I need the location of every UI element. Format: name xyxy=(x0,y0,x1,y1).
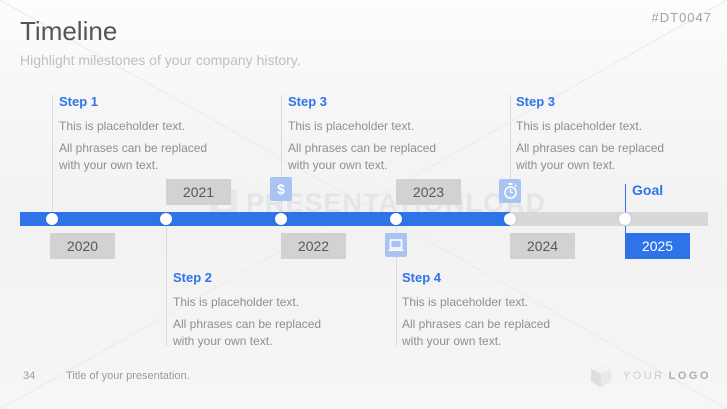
step-text-line1: This is placeholder text. xyxy=(59,119,186,133)
connector-line-step1 xyxy=(52,95,53,212)
year-box-2022: 2022 xyxy=(281,233,346,259)
step-text-line1: This is placeholder text. xyxy=(402,295,529,309)
year-box-2021: 2021 xyxy=(166,179,231,205)
milestone-marker-2024 xyxy=(504,213,516,225)
milestone-marker-2022 xyxy=(275,213,287,225)
year-box-2020: 2020 xyxy=(50,233,115,259)
step-text-line2: All phrases can be replaced with your ow… xyxy=(402,317,551,348)
goal-label: Goal xyxy=(632,182,664,198)
step-block-2: Step 2 This is placeholder text. All phr… xyxy=(173,270,339,355)
step-text-line2: All phrases can be replaced with your ow… xyxy=(288,141,437,172)
milestone-marker-2023 xyxy=(390,213,402,225)
step-text-line2: All phrases can be replaced with your ow… xyxy=(59,141,208,172)
dollar-glyph: $ xyxy=(277,181,285,197)
year-box-2025: 2025 xyxy=(625,233,690,259)
logo-area: YOUR LOGO xyxy=(590,364,711,388)
connector-line-step4 xyxy=(396,226,397,346)
logo-word-your: YOUR xyxy=(622,370,665,382)
year-box-2023: 2023 xyxy=(396,179,461,205)
connector-line-step2 xyxy=(166,226,167,346)
step-text-line1: This is placeholder text. xyxy=(173,295,300,309)
milestone-marker-2021 xyxy=(160,213,172,225)
cube-logo-icon xyxy=(590,364,611,387)
year-box-2024: 2024 xyxy=(510,233,575,259)
footer-presentation-title: Title of your presentation. xyxy=(66,370,190,382)
step-label: Step 1 xyxy=(59,94,99,109)
slide-code-label: #DT0047 xyxy=(651,10,712,25)
logo-word-logo: LOGO xyxy=(668,370,711,382)
step-text-line1: This is placeholder text. xyxy=(516,119,643,133)
step-block-3: Step 3 This is placeholder text. All phr… xyxy=(288,94,454,179)
milestone-marker-2020 xyxy=(46,213,58,225)
laptop-icon xyxy=(385,233,407,257)
dollar-icon: $ xyxy=(270,177,292,201)
step-label: Step 2 xyxy=(173,270,213,285)
step-label: Step 3 xyxy=(288,94,328,109)
stopwatch-icon xyxy=(499,179,521,203)
connector-line-step3b xyxy=(510,95,511,212)
timeline-bar-progress xyxy=(20,212,510,226)
page-title: Timeline xyxy=(20,16,118,46)
page-subtitle: Highlight milestones of your company his… xyxy=(20,52,301,68)
page-number: 34 xyxy=(23,370,36,382)
step-text-line2: All phrases can be replaced with your ow… xyxy=(516,141,665,172)
connector-line-step3 xyxy=(281,95,282,212)
step-label: Step 3 xyxy=(516,94,556,109)
step-text-line2: All phrases can be replaced with your ow… xyxy=(173,317,322,348)
milestone-marker-2025 xyxy=(619,213,631,225)
step-block-4: Step 4 This is placeholder text. All phr… xyxy=(402,270,568,355)
step-block-1: Step 1 This is placeholder text. All phr… xyxy=(59,94,225,179)
step-label: Step 4 xyxy=(402,270,442,285)
step-block-3b: Step 3 This is placeholder text. All phr… xyxy=(516,94,682,179)
connector-line-goal xyxy=(625,184,626,233)
step-text-line1: This is placeholder text. xyxy=(288,119,415,133)
